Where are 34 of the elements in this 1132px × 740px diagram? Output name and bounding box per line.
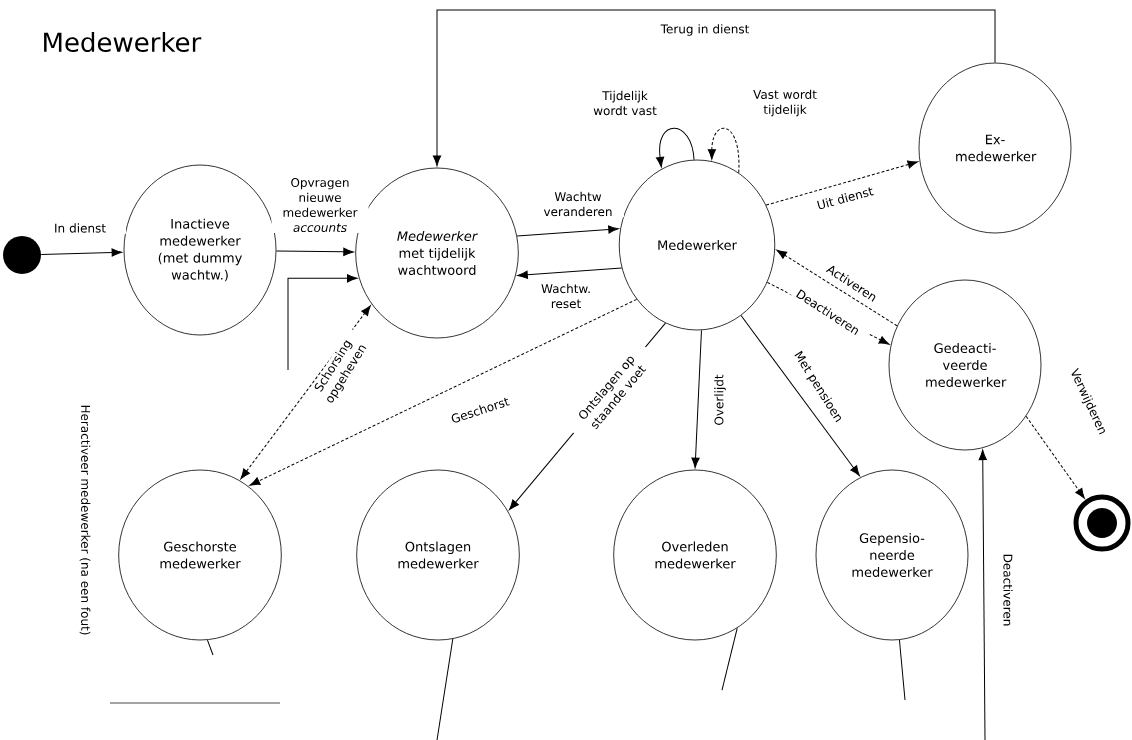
arrow [516, 225, 619, 237]
arrow [249, 298, 638, 486]
arrow [1025, 415, 1085, 499]
edge-label: Vast wordt tijdelijk [753, 89, 817, 117]
edge-label: Overlijdt [714, 374, 726, 425]
arrow [287, 274, 358, 371]
edge-label: Uit dienst [817, 187, 874, 209]
arrow [517, 267, 623, 279]
arrow [707, 127, 740, 174]
line [206, 639, 214, 656]
arrow [740, 315, 860, 476]
side-label: Heractiveer medewerker (na een fout) [79, 405, 91, 635]
arrow [40, 248, 123, 257]
line [436, 638, 454, 740]
arrow [691, 329, 702, 469]
arrow [432, 9, 996, 167]
edge-label: Opvragen nieuwe medewerker accounts [283, 177, 358, 233]
arrow [240, 305, 371, 480]
arrow [655, 127, 695, 168]
final-state-symbol [1073, 494, 1131, 552]
edge-label: Tijdelijk wordt vast [593, 90, 657, 116]
edge-label: In dienst [55, 223, 106, 233]
edge-label: Wachtw veranderen [543, 191, 612, 217]
edge-label: Terug in dienst [660, 24, 750, 36]
edge-label: Deactiveren [1003, 554, 1013, 626]
line [898, 639, 906, 701]
line [721, 627, 738, 691]
arrow [765, 160, 919, 206]
arrow [978, 449, 987, 740]
title: Medewerker [44, 31, 202, 53]
arrow [275, 247, 354, 256]
initial-state-dot [3, 236, 41, 274]
arrow [776, 249, 898, 327]
edge-label: Wachtw. reset [541, 283, 590, 309]
